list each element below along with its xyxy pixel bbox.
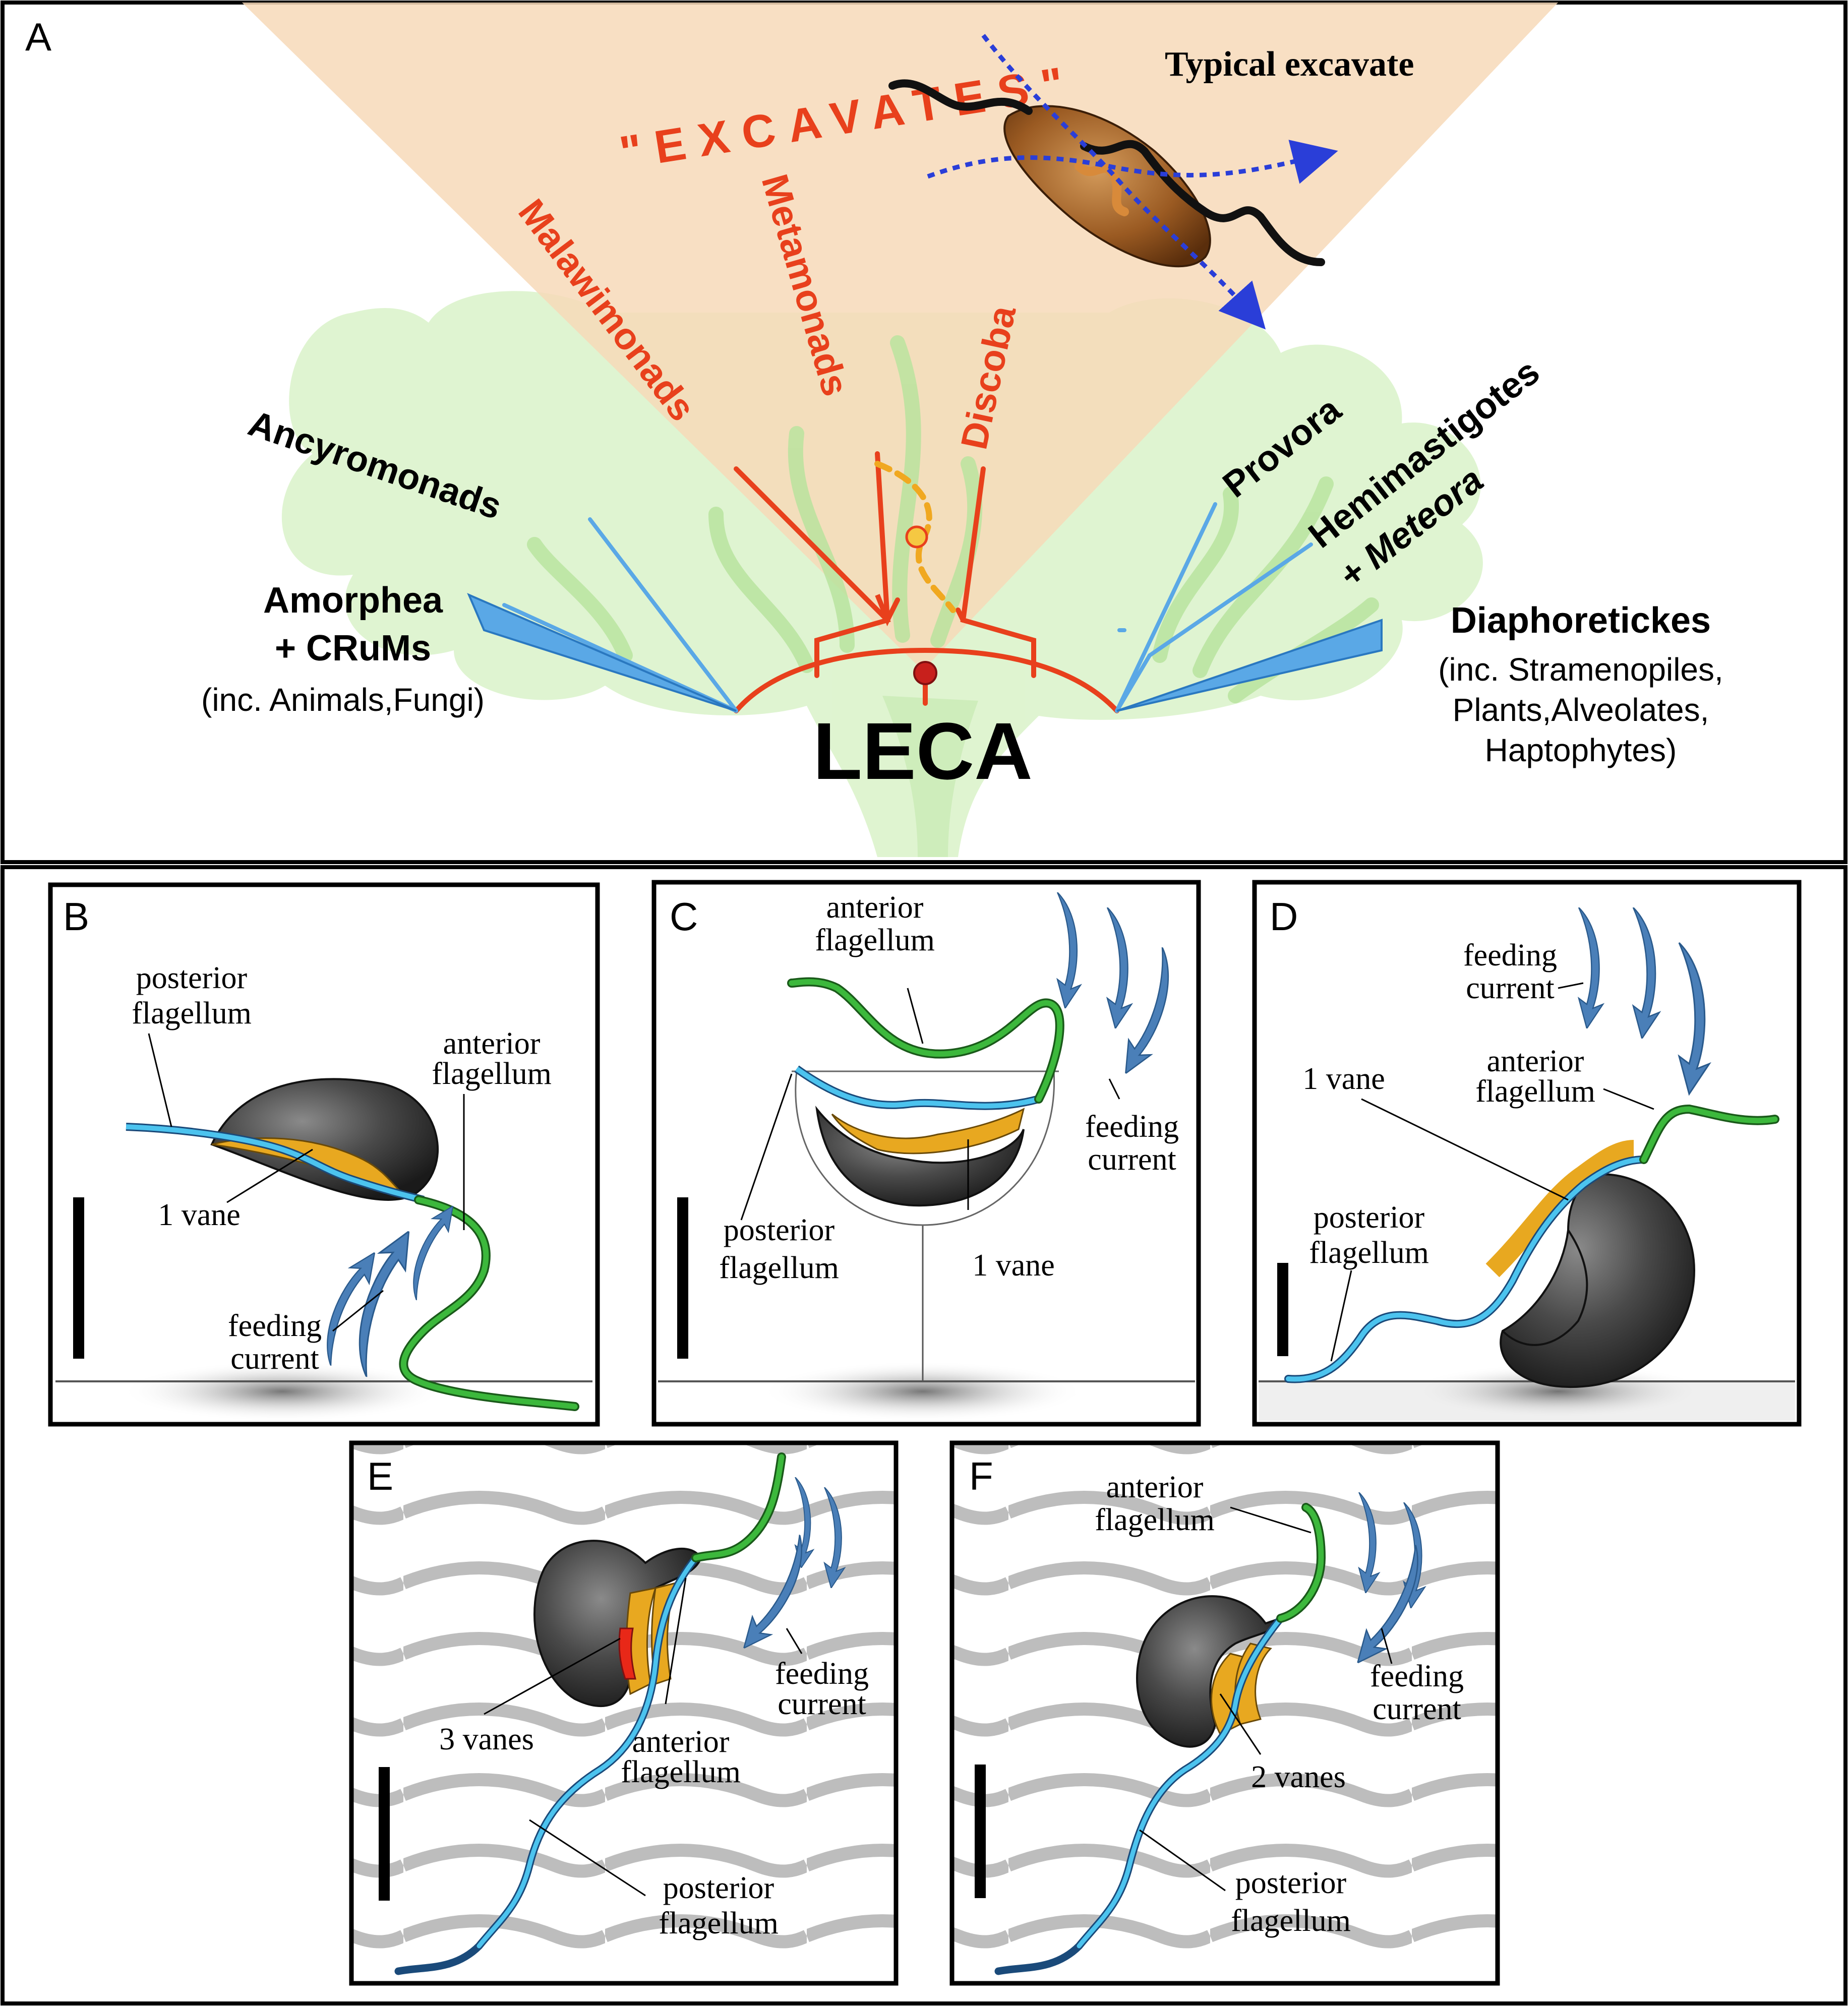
panel-d-vane: 1 vane [1302, 1062, 1385, 1096]
green-tendrils [527, 335, 1379, 703]
leca-node [913, 661, 937, 685]
panel-d-letter: D [1270, 894, 1298, 939]
panel-c-vane: 1 vane [972, 1248, 1055, 1283]
panel-d-posterior-1: posterior [1314, 1200, 1425, 1235]
clade-amorphea-note: (inc. Animals,Fungi) [201, 682, 485, 718]
panel-e-feeding-1: feeding [775, 1657, 869, 1691]
panel-e-vanes: 3 vanes [439, 1722, 534, 1756]
typical-excavate-cell [888, 34, 1338, 330]
panel-c-posterior-1: posterior [724, 1213, 835, 1247]
panel-c-posterior-2: flagellum [719, 1251, 839, 1285]
panel-d-posterior-2: flagellum [1309, 1236, 1429, 1270]
clade-diaphoretickes: Diaphoretickes [1451, 600, 1711, 641]
leca-label: LECA [813, 706, 1033, 796]
panel-f-posterior-2: flagellum [1231, 1904, 1351, 1938]
clade-crums: + CRuMs [275, 628, 431, 668]
diaphoretickes-wedge [1116, 619, 1383, 712]
panel-c-feeding-2: current [1088, 1142, 1176, 1177]
panel-e-letter: E [367, 1454, 393, 1498]
panel-b-letter: B [63, 894, 89, 939]
panel-d-anterior-1: anterior [1487, 1044, 1584, 1078]
panel-d-feeding-2: current [1466, 971, 1555, 1005]
panel-d [1252, 880, 1802, 1427]
panel-d-anterior-2: flagellum [1475, 1074, 1595, 1109]
panel-f [949, 1440, 1500, 1986]
panel-b-feeding-1: feeding [228, 1309, 322, 1343]
panel-f-anterior-1: anterior [1106, 1470, 1204, 1504]
panel-e-posterior-1: posterior [663, 1871, 774, 1905]
panel-f-feeding-1: feeding [1370, 1659, 1464, 1693]
clade-amorphea: Amorphea [263, 580, 443, 621]
panel-f-vanes: 2 vanes [1251, 1760, 1346, 1794]
typical-excavate-label: Typical excavate [1165, 45, 1414, 84]
panel-e-anterior-1: anterior [632, 1725, 730, 1759]
panel-f-posterior-1: posterior [1235, 1866, 1347, 1900]
panel-e-posterior-2: flagellum [659, 1906, 779, 1940]
amorphea-wedge [467, 593, 737, 712]
panel-f-letter: F [969, 1454, 993, 1498]
panel-b-vane: 1 vane [158, 1198, 241, 1232]
panel-b-anterior-2: flagellum [432, 1057, 552, 1091]
panel-d-feeding-1: feeding [1463, 938, 1557, 972]
clade-diaph-note-3: Haptophytes) [1485, 732, 1677, 768]
panel-e-feeding-2: current [778, 1687, 866, 1721]
clade-diaph-note-2: Plants,Alveolates, [1453, 692, 1709, 728]
panel-b-posterior-2: flagellum [132, 996, 252, 1030]
panel-c-feeding-1: feeding [1085, 1110, 1179, 1144]
panel-a-letter: A [25, 15, 51, 59]
panel-f-anterior-2: flagellum [1095, 1503, 1215, 1537]
panel-c-letter: C [670, 894, 698, 939]
panel-e-anterior-2: flagellum [621, 1755, 741, 1789]
panel-e [349, 1440, 899, 1986]
panel-c-anterior-2: flagellum [815, 923, 935, 957]
panel-b-anterior-1: anterior [443, 1026, 541, 1061]
panel-f-feeding-2: current [1373, 1692, 1461, 1726]
panel-b-posterior-1: posterior [136, 961, 248, 995]
panel-c [651, 880, 1201, 1427]
excavate-root-node [905, 525, 928, 549]
clade-diaph-note-1: (inc. Stramenopiles, [1438, 651, 1723, 688]
panel-c-anterior-1: anterior [826, 890, 924, 925]
panel-b [48, 882, 600, 1427]
panel-b-feeding-2: current [230, 1342, 319, 1376]
